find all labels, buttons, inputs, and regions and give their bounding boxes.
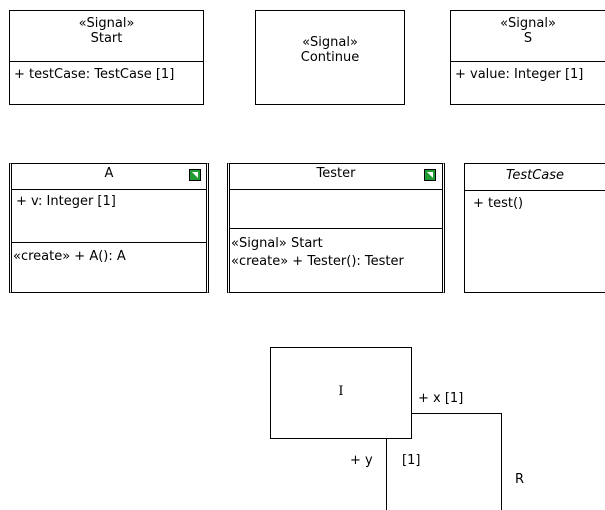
active-class-icon — [189, 169, 201, 181]
class-tester-name: Tester — [316, 166, 356, 181]
class-a-attr: + v: Integer [1] — [16, 194, 116, 209]
association-end-x: + x [1] — [418, 391, 464, 406]
association-r-label: R — [515, 472, 525, 487]
signal-s-name: S — [523, 31, 533, 46]
compartment-divider — [230, 228, 442, 229]
association-r-line-horizontal[interactable] — [412, 413, 502, 414]
compartment-divider — [10, 61, 203, 62]
compartment-divider — [451, 61, 605, 62]
compartment-divider — [12, 242, 206, 243]
active-class-icon — [424, 169, 436, 181]
signal-continue-stereotype: «Signal» — [302, 35, 358, 50]
signal-s[interactable]: «Signal» S + value: Integer [1] — [450, 10, 605, 105]
class-tester[interactable]: Tester «Signal» Start «create» + Tester(… — [227, 163, 445, 293]
signal-s-attr: + value: Integer [1] — [455, 67, 584, 82]
association-end-y-role: + y — [350, 453, 373, 468]
signal-start-name: Start — [90, 31, 123, 46]
class-i-name: I — [338, 384, 344, 399]
signal-start-stereotype: «Signal» — [78, 16, 135, 31]
class-a[interactable]: A + v: Integer [1] «create» + A(): A — [9, 163, 209, 293]
class-a-name: A — [104, 166, 114, 181]
class-tester-reception: «Signal» Start — [231, 236, 323, 251]
association-r-line-down[interactable] — [386, 439, 387, 510]
class-testcase[interactable]: TestCase + test() — [464, 163, 605, 293]
class-testcase-op: + test() — [473, 196, 524, 211]
class-tester-op: «create» + Tester(): Tester — [231, 254, 404, 269]
class-a-op: «create» + A(): A — [13, 249, 126, 264]
compartment-divider — [465, 190, 605, 191]
signal-start[interactable]: «Signal» Start + testCase: TestCase [1] — [9, 10, 204, 105]
signal-continue-name: Continue — [300, 50, 360, 65]
association-r-line-right[interactable] — [501, 413, 502, 510]
compartment-divider — [230, 189, 442, 190]
signal-s-stereotype: «Signal» — [500, 16, 556, 31]
signal-continue[interactable]: «Signal» Continue — [255, 10, 405, 105]
class-i[interactable]: I — [270, 347, 412, 439]
signal-start-attr: + testCase: TestCase [1] — [14, 67, 175, 82]
association-end-y-mult: [1] — [402, 453, 421, 468]
compartment-divider — [12, 189, 206, 190]
class-testcase-name: TestCase — [505, 168, 565, 183]
